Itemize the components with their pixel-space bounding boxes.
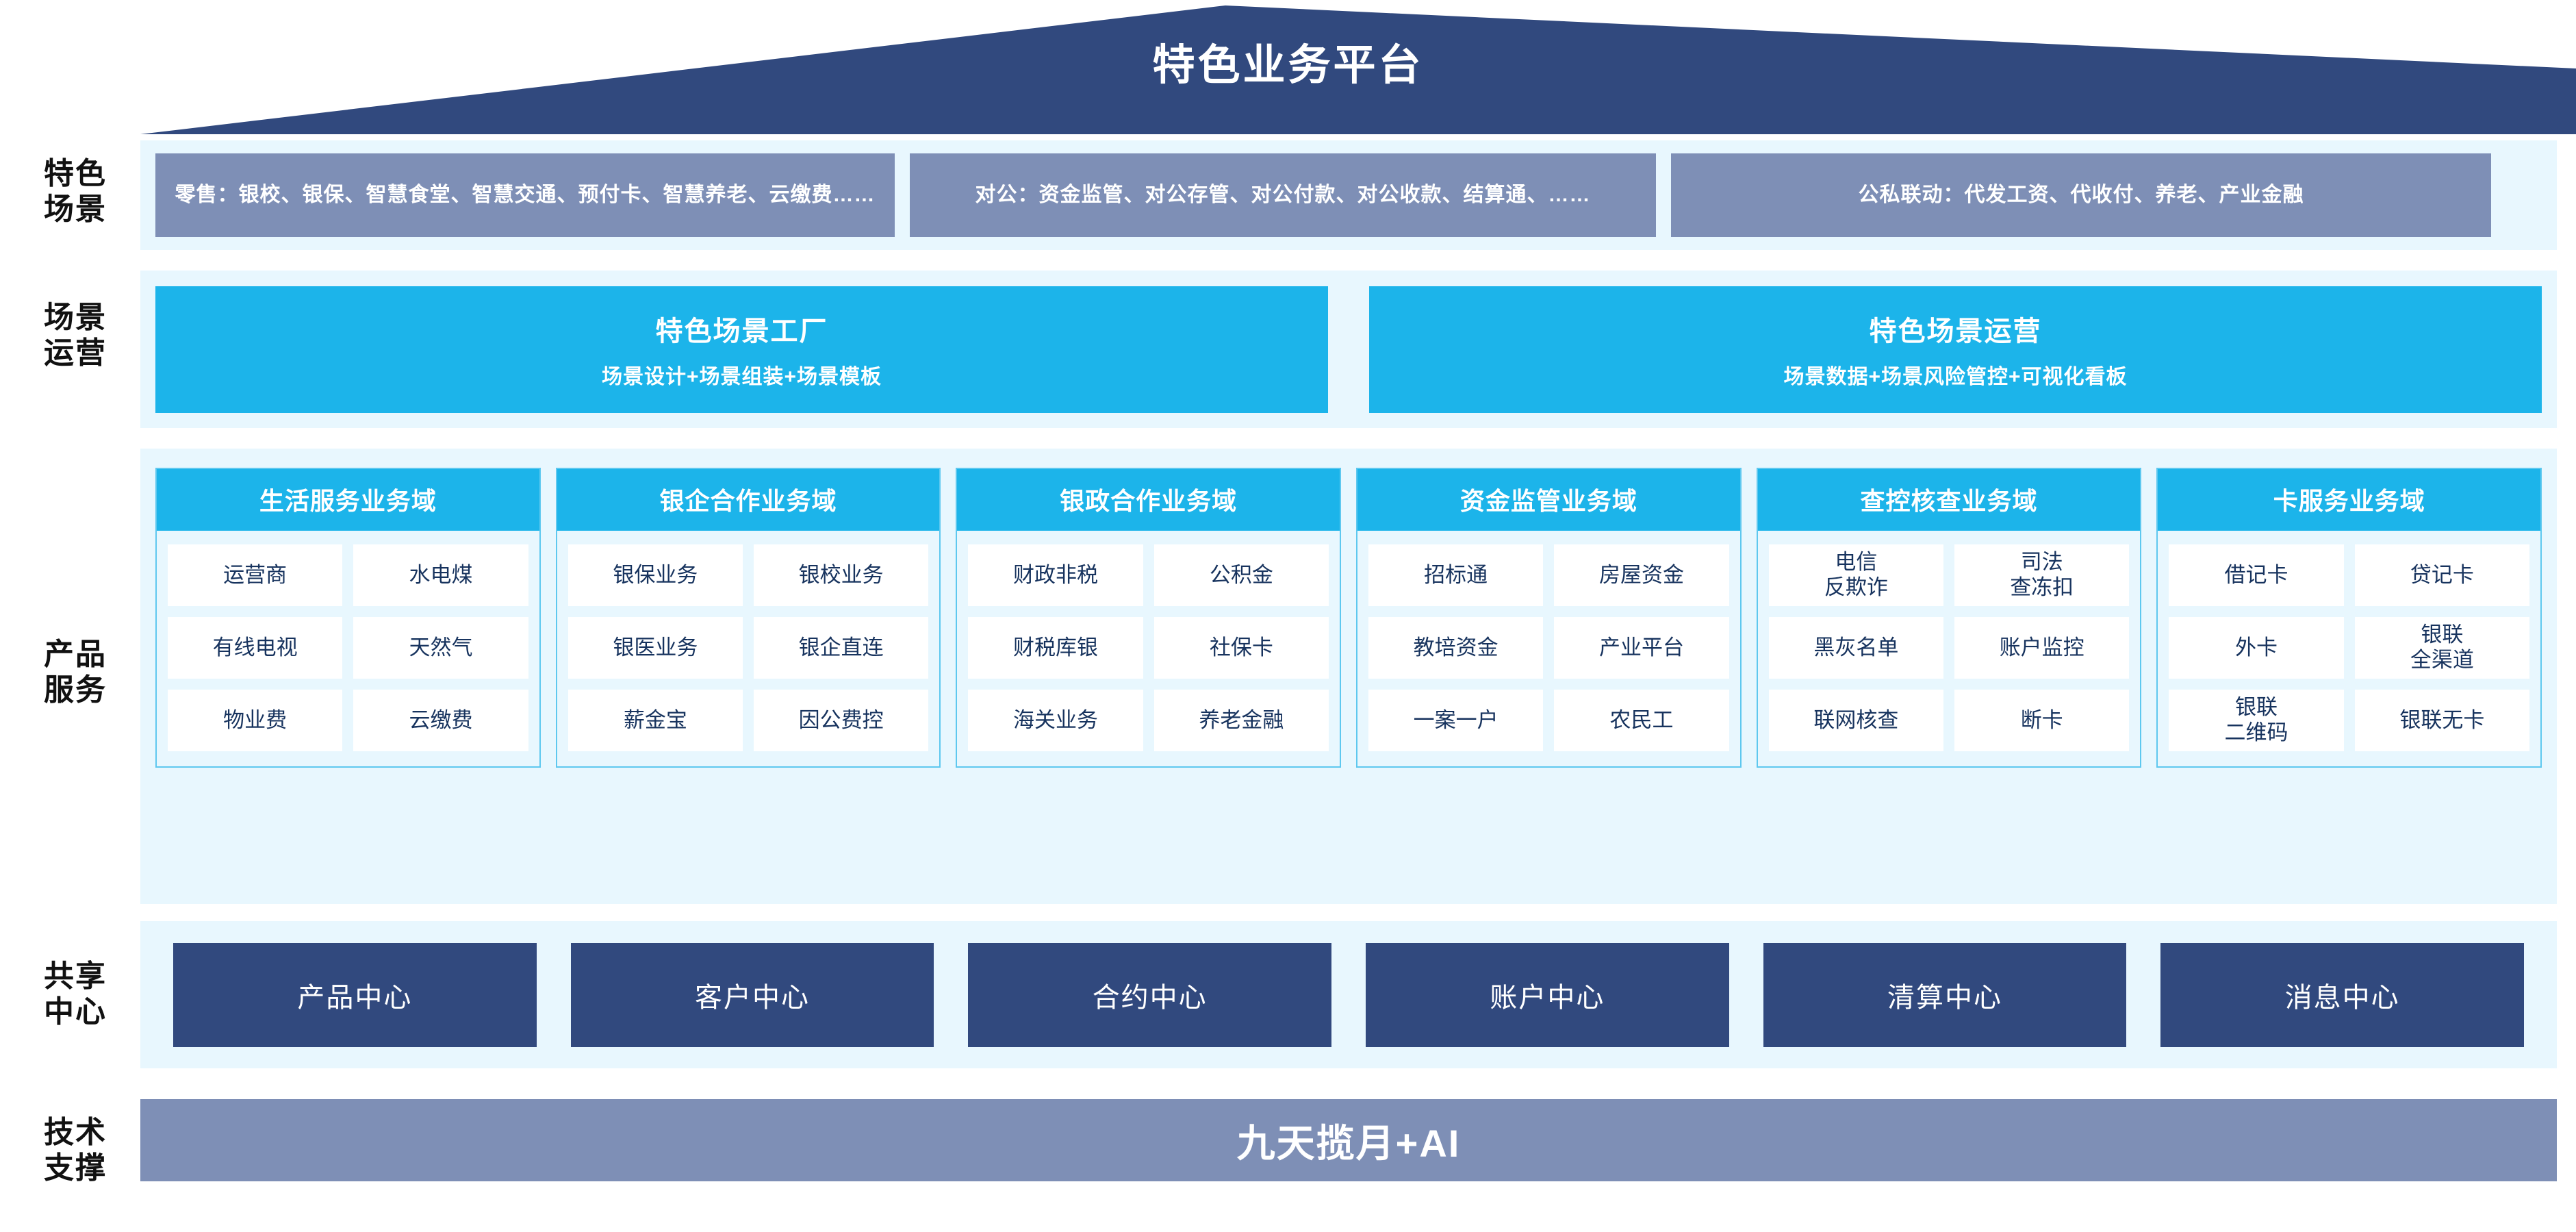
ops-operation-subtitle: 场景数据+场景风险管控+可视化看板 — [1783, 366, 2128, 388]
domain-item[interactable]: 财税库银 — [968, 617, 1143, 679]
domain-item[interactable]: 银联无卡 — [2354, 690, 2530, 751]
tech-support-title: 九天揽月+AI — [1236, 1121, 1461, 1165]
domain-item[interactable]: 养老金融 — [1153, 690, 1329, 751]
domain-title: 生活服务业务域 — [157, 469, 539, 531]
domain-item[interactable]: 贷记卡 — [2354, 544, 2530, 606]
domain-column: 生活服务业务域运营商水电煤有线电视天然气物业费云缴费 — [155, 468, 541, 768]
row-label-products: 产品 服务 — [44, 638, 107, 707]
domain-item[interactable]: 社保卡 — [1153, 617, 1329, 679]
domain-item-grid: 银保业务银校业务银医业务银企直连薪金宝因公费控 — [557, 531, 940, 766]
row-label-operations: 场景 运营 — [44, 301, 107, 370]
domain-title: 卡服务业务域 — [2158, 469, 2541, 531]
domain-item[interactable]: 银保业务 — [568, 544, 743, 606]
domain-item[interactable]: 招标通 — [1368, 544, 1544, 606]
domain-item[interactable]: 天然气 — [353, 617, 528, 679]
shared-center-box[interactable]: 消息中心 — [2160, 942, 2525, 1047]
domain-title: 资金监管业务域 — [1357, 469, 1740, 531]
domain-item[interactable]: 外卡 — [2169, 617, 2344, 679]
domain-column-container: 生活服务业务域运营商水电煤有线电视天然气物业费云缴费银企合作业务域银保业务银校业… — [140, 449, 2557, 904]
domain-column: 卡服务业务域借记卡贷记卡外卡银联 全渠道银联 二维码银联无卡 — [2156, 468, 2542, 768]
domain-item[interactable]: 联网核查 — [1768, 690, 1944, 751]
shared-center-box[interactable]: 清算中心 — [1763, 942, 2127, 1047]
domain-item-grid: 财政非税公积金财税库银社保卡海关业务养老金融 — [957, 531, 1340, 766]
domain-column: 资金监管业务域招标通房屋资金教培资金产业平台一案一户农民工 — [1356, 468, 1742, 768]
ops-box-scene-operation[interactable]: 特色场景运营 场景数据+场景风险管控+可视化看板 — [1369, 286, 2542, 413]
shared-center-box[interactable]: 合约中心 — [968, 942, 1332, 1047]
domain-item[interactable]: 断卡 — [1954, 690, 2130, 751]
operations-row-band: 特色场景工厂 场景设计+场景组装+场景模板 特色场景运营 场景数据+场景风险管控… — [140, 271, 2557, 428]
roof-shape — [140, 5, 2576, 134]
domain-item[interactable]: 银企直连 — [754, 617, 929, 679]
scene-box-retail[interactable]: 零售：银校、银保、智慧食堂、智慧交通、预付卡、智慧养老、云缴费…… — [155, 153, 895, 237]
shared-center-container: 产品中心客户中心合约中心账户中心清算中心消息中心 — [140, 921, 2557, 1068]
domain-item[interactable]: 因公费控 — [754, 690, 929, 751]
scene-box-corporate[interactable]: 对公：资金监管、对公存管、对公付款、对公收款、结算通、…… — [910, 153, 1656, 237]
domain-item[interactable]: 公积金 — [1153, 544, 1329, 606]
domain-item[interactable]: 一案一户 — [1368, 690, 1544, 751]
domain-column: 银政合作业务域财政非税公积金财税库银社保卡海关业务养老金融 — [956, 468, 1342, 768]
page-title: 特色业务平台 — [1152, 42, 1424, 89]
domain-item[interactable]: 有线电视 — [168, 617, 343, 679]
tech-support-bar[interactable]: 九天揽月+AI — [140, 1099, 2557, 1181]
domain-item[interactable]: 农民工 — [1554, 690, 1729, 751]
shared-center-box[interactable]: 账户中心 — [1366, 942, 1729, 1047]
scene-row-band: 零售：银校、银保、智慧食堂、智慧交通、预付卡、智慧养老、云缴费…… 对公：资金监… — [140, 140, 2557, 250]
domain-title: 银政合作业务域 — [957, 469, 1340, 531]
domain-item[interactable]: 银联 全渠道 — [2354, 617, 2530, 679]
domain-item[interactable]: 银校业务 — [754, 544, 929, 606]
scene-box-linkage[interactable]: 公私联动：代发工资、代收付、养老、产业金融 — [1671, 153, 2491, 237]
domain-column: 查控核查业务域电信 反欺诈司法 查冻扣黑灰名单账户监控联网核查断卡 — [1756, 468, 2142, 768]
products-row-band: 生活服务业务域运营商水电煤有线电视天然气物业费云缴费银企合作业务域银保业务银校业… — [140, 449, 2557, 904]
domain-item[interactable]: 银联 二维码 — [2169, 690, 2344, 751]
domain-title: 银企合作业务域 — [557, 469, 940, 531]
domain-item[interactable]: 水电煤 — [353, 544, 528, 606]
shared-center-box[interactable]: 客户中心 — [570, 942, 934, 1047]
platform-roof — [0, 0, 2576, 134]
domain-item[interactable]: 薪金宝 — [568, 690, 743, 751]
domain-item-grid: 运营商水电煤有线电视天然气物业费云缴费 — [157, 531, 539, 766]
row-label-shared: 共享 中心 — [44, 959, 107, 1029]
ops-box-scene-factory[interactable]: 特色场景工厂 场景设计+场景组装+场景模板 — [155, 286, 1328, 413]
domain-column: 银企合作业务域银保业务银校业务银医业务银企直连薪金宝因公费控 — [555, 468, 941, 768]
domain-item[interactable]: 教培资金 — [1368, 617, 1544, 679]
domain-item[interactable]: 财政非税 — [968, 544, 1143, 606]
domain-item[interactable]: 海关业务 — [968, 690, 1143, 751]
row-label-tech: 技术 支撑 — [44, 1116, 107, 1185]
domain-item-grid: 电信 反欺诈司法 查冻扣黑灰名单账户监控联网核查断卡 — [1758, 531, 2141, 766]
domain-item-grid: 借记卡贷记卡外卡银联 全渠道银联 二维码银联无卡 — [2158, 531, 2540, 766]
domain-item[interactable]: 运营商 — [168, 544, 343, 606]
shared-center-row-band: 产品中心客户中心合约中心账户中心清算中心消息中心 — [140, 921, 2557, 1068]
domain-item[interactable]: 产业平台 — [1554, 617, 1729, 679]
domain-item[interactable]: 房屋资金 — [1554, 544, 1729, 606]
domain-item[interactable]: 物业费 — [168, 690, 343, 751]
ops-factory-subtitle: 场景设计+场景组装+场景模板 — [601, 366, 882, 388]
shared-center-box[interactable]: 产品中心 — [173, 942, 537, 1047]
domain-item-grid: 招标通房屋资金教培资金产业平台一案一户农民工 — [1357, 531, 1740, 766]
domain-item[interactable]: 云缴费 — [353, 690, 528, 751]
domain-item[interactable]: 银医业务 — [568, 617, 743, 679]
domain-item[interactable]: 借记卡 — [2169, 544, 2344, 606]
domain-item[interactable]: 司法 查冻扣 — [1954, 544, 2130, 606]
domain-item[interactable]: 黑灰名单 — [1768, 617, 1944, 679]
ops-factory-title: 特色场景工厂 — [655, 316, 828, 347]
row-label-scene: 特色 场景 — [44, 157, 107, 226]
domain-item[interactable]: 电信 反欺诈 — [1768, 544, 1944, 606]
domain-title: 查控核查业务域 — [1757, 469, 2141, 531]
ops-operation-title: 特色场景运营 — [1869, 316, 2042, 347]
domain-item[interactable]: 账户监控 — [1954, 617, 2130, 679]
